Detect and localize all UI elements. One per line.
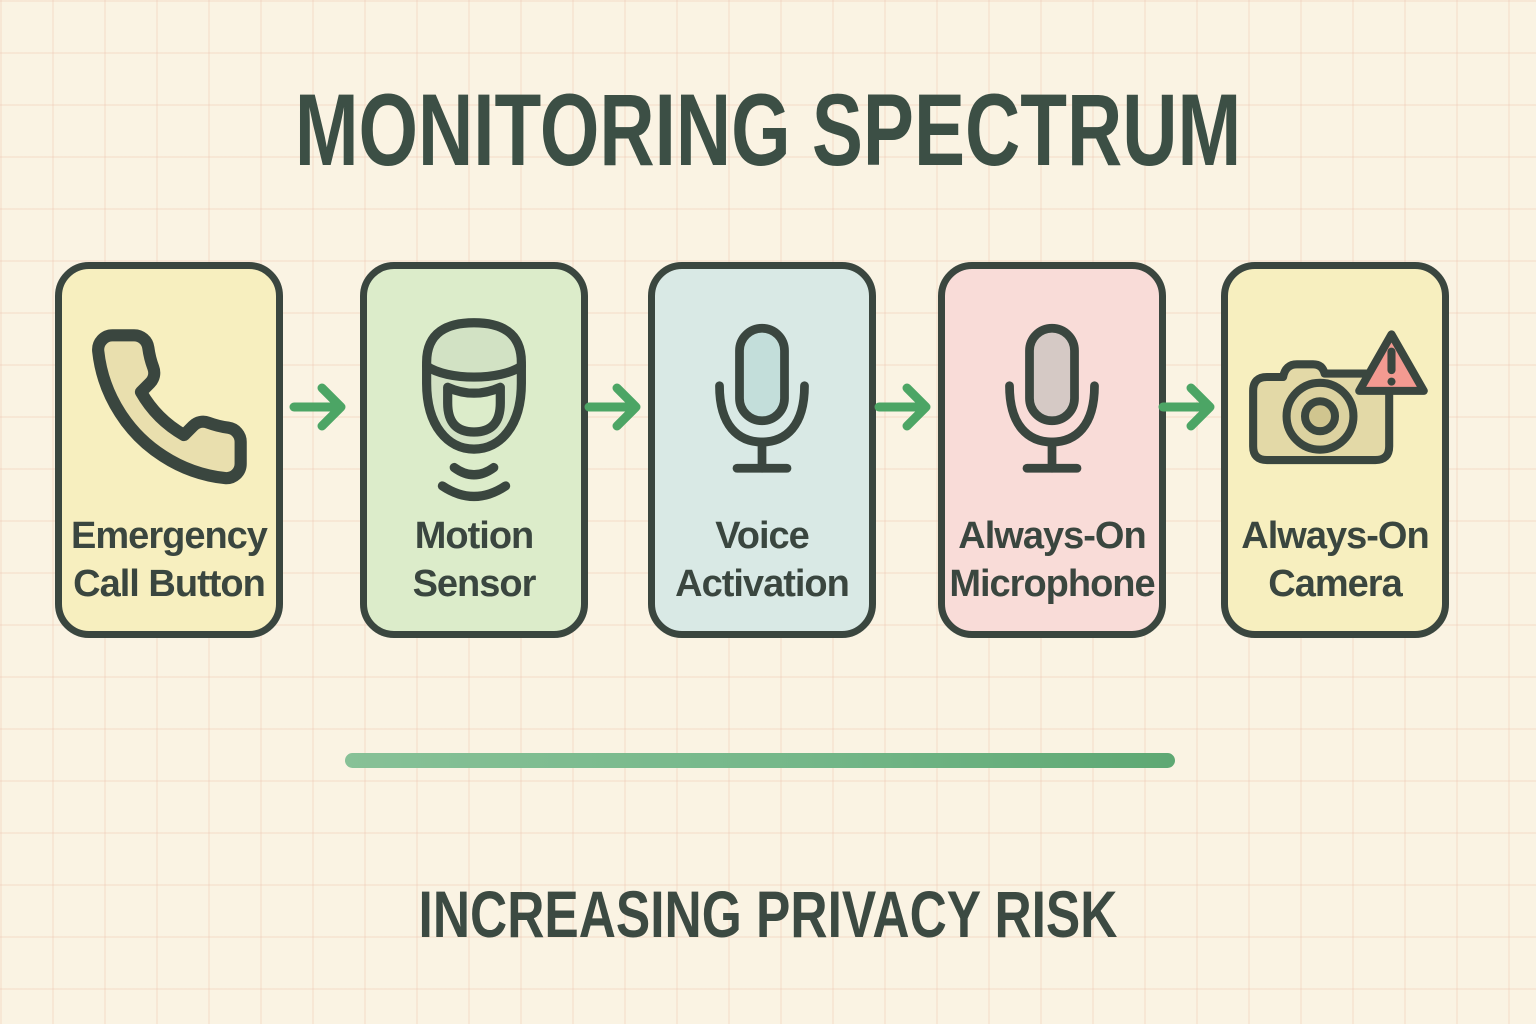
motion-sensor-icon (367, 287, 581, 527)
card-label: Always-On Microphone (949, 515, 1155, 606)
phone-icon (62, 287, 276, 527)
arrow-right-icon (584, 383, 641, 431)
card-motion-sensor: Motion Sensor (360, 262, 588, 638)
card-label: Always-On Camera (1241, 515, 1429, 606)
card-emergency-call-button: Emergency Call Button (55, 262, 283, 638)
card-voice-activation: Voice Activation (648, 262, 876, 638)
warning-triangle-icon (1355, 330, 1428, 395)
axis-label: INCREASING PRIVACY RISK (418, 877, 1118, 951)
card-always-on-microphone: Always-On Microphone (938, 262, 1166, 638)
arrow-right-icon (1158, 383, 1215, 431)
card-label: Voice Activation (675, 515, 850, 606)
arrow-right-icon (289, 383, 346, 431)
camera-warning-icon (1228, 287, 1442, 527)
card-label: Motion Sensor (412, 515, 537, 606)
microphone-icon (655, 287, 869, 527)
card-always-on-camera: Always-On Camera (1221, 262, 1449, 638)
page-title: MONITORING SPECTRUM (294, 73, 1242, 187)
card-label: Emergency Call Button (71, 515, 268, 606)
microphone-icon (945, 287, 1159, 527)
arrow-right-icon (874, 383, 931, 431)
privacy-risk-axis-bar (345, 753, 1175, 768)
